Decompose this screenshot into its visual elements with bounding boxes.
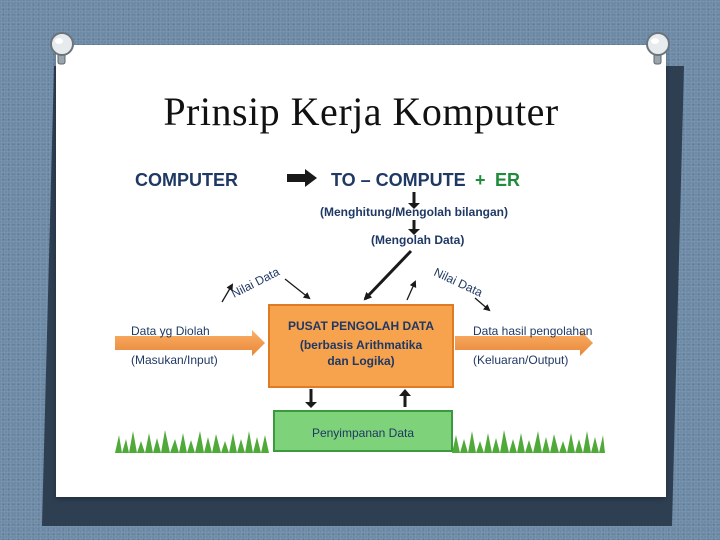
pushpin-left-icon: [49, 32, 75, 66]
cpu-title: PUSAT PENGOLAH DATA: [288, 319, 434, 333]
slide-title: Prinsip Kerja Komputer: [56, 88, 666, 135]
input-label: Data yg Diolah: [131, 324, 210, 338]
er-word: ER: [495, 170, 520, 190]
pushpin-right-icon: [645, 32, 671, 66]
cpu-line-2: dan Logika): [327, 354, 394, 368]
output-sub: (Keluaran/Output): [473, 353, 568, 367]
cpu-line-1: (berbasis Arithmatika: [300, 338, 423, 352]
plus-sign: +: [475, 170, 486, 190]
to-compute-word: TO – COMPUTE: [331, 170, 466, 190]
computer-principle-diagram: COMPUTER TO – COMPUTE + ER (Menghitung/M…: [115, 165, 605, 453]
output-label: Data hasil pengolahan: [473, 324, 592, 338]
storage-label: Penyimpanan Data: [312, 426, 414, 440]
meaning-text-2: (Mengolah Data): [371, 233, 464, 247]
meaning-text-1: (Menghitung/Mengolah bilangan): [320, 205, 508, 219]
computer-word: COMPUTER: [135, 170, 238, 190]
input-sub: (Masukan/Input): [131, 353, 218, 367]
